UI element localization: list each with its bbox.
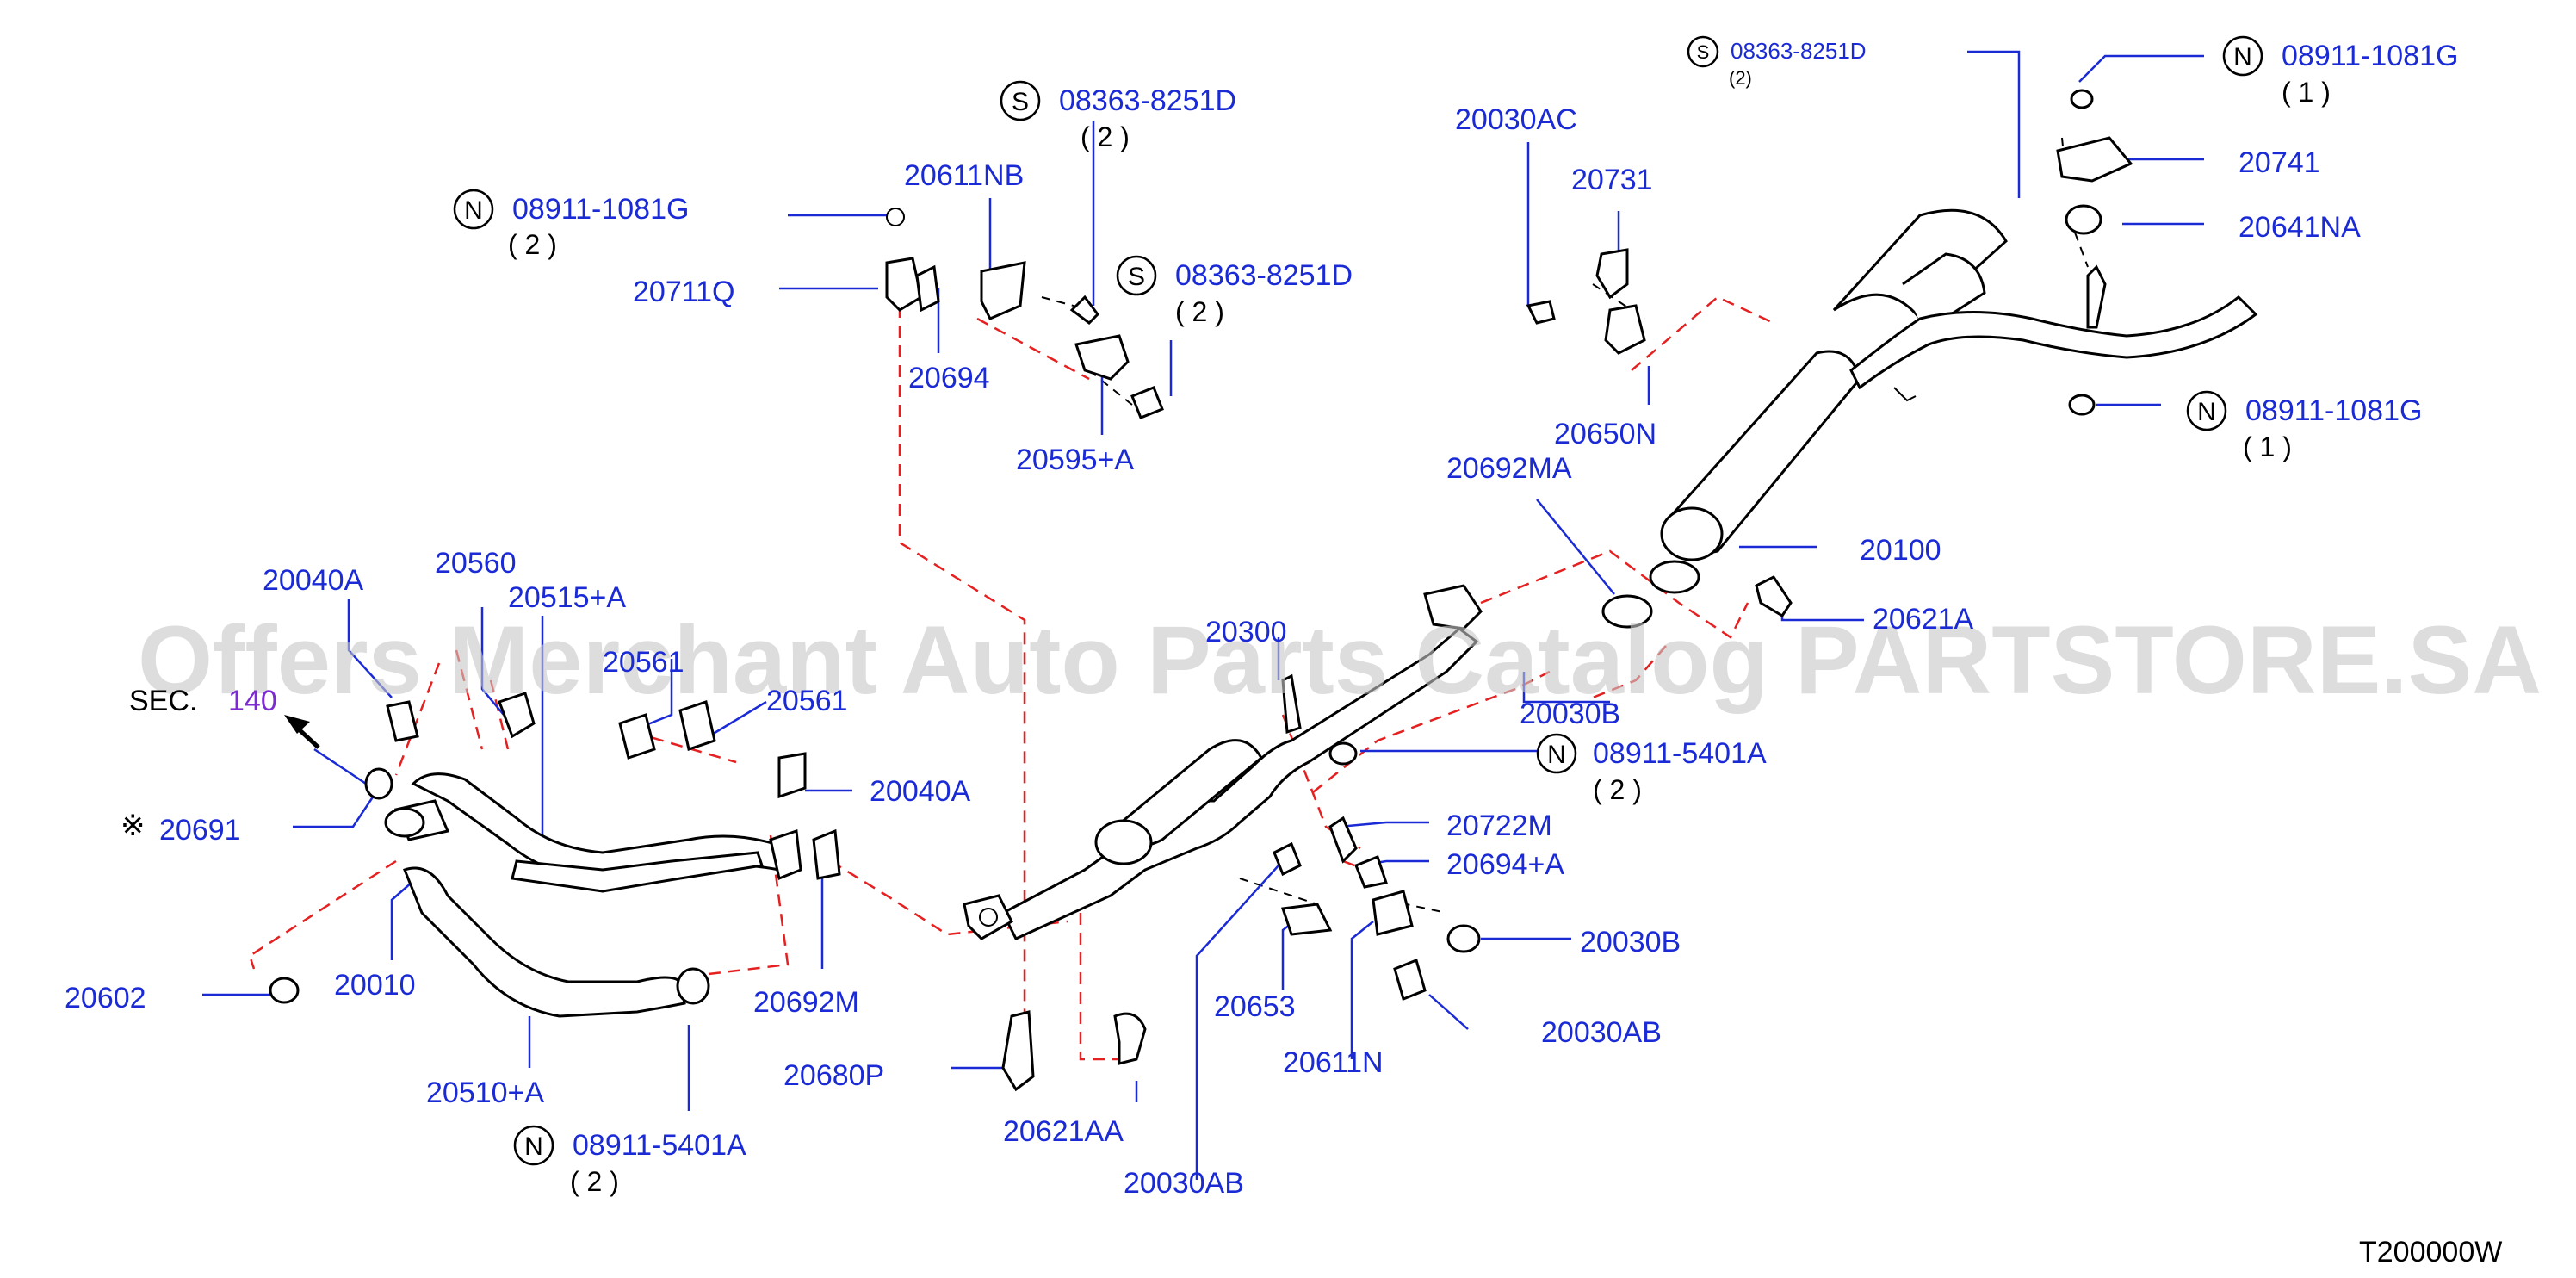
callout-marker: S: [1012, 88, 1029, 116]
callout-qty: ( 2 ): [508, 229, 557, 260]
muffler-20100: [1649, 208, 2258, 594]
n-marker-icon: [513, 1125, 554, 1166]
diagram-code: T200000W: [2359, 1236, 2502, 1269]
callout-n-bottom-left: N 08911-5401A ( 2 ): [513, 1125, 746, 1197]
label-20741: 20741: [2239, 146, 2320, 179]
label-20621AA: 20621AA: [1003, 1115, 1124, 1148]
callout-marker: N: [524, 1132, 543, 1161]
label-20621A: 20621A: [1873, 603, 1974, 636]
label-20030AC: 20030AC: [1455, 103, 1577, 136]
asterisk-mark: ※: [121, 810, 146, 842]
callout-marker: S: [1697, 41, 1710, 63]
label-20692M: 20692M: [753, 986, 859, 1019]
watermark: Offers Merchant Auto Parts Catalog PARTS…: [138, 606, 2542, 714]
label-20300: 20300: [1205, 616, 1287, 648]
label-20731: 20731: [1571, 164, 1653, 196]
s-marker-icon: [1116, 255, 1157, 296]
n-marker-icon: [2186, 390, 2227, 431]
label-20641NA: 20641NA: [2239, 211, 2361, 244]
label-20595A: 20595+A: [1016, 444, 1134, 476]
callout-part: 08911-1081G: [2282, 40, 2458, 72]
part-labels: 20030AC 20731 20650N 20692MA 20100 20621…: [65, 103, 2502, 1269]
label-20692MA: 20692MA: [1446, 452, 1572, 485]
callout-part: 08363-8251D: [1731, 38, 1867, 64]
label-20040A-mid: 20040A: [870, 775, 971, 808]
callout-qty: ( 1 ): [2282, 77, 2331, 108]
label-20650N: 20650N: [1554, 418, 1656, 450]
callout-n-top-right: N 08911-1081G ( 1 ): [2222, 35, 2458, 108]
label-20561-b: 20561: [766, 685, 848, 717]
hardware: [269, 89, 2133, 1092]
callout-part: 08363-8251D: [1059, 84, 1236, 117]
label-20694A: 20694+A: [1446, 848, 1564, 881]
label-20030AB-bottom: 20030AB: [1124, 1167, 1244, 1200]
sec-arrow-icon: [284, 715, 320, 749]
front-tube-20010: [384, 772, 841, 1018]
callout-qty: ( 1 ): [2243, 431, 2292, 462]
label-20030AB-right: 20030AB: [1541, 1016, 1662, 1049]
callout-n-top-left: N 08911-1081G ( 2 ): [453, 189, 689, 260]
callout-part: 08911-5401A: [573, 1129, 746, 1162]
label-20100: 20100: [1860, 534, 1941, 567]
label-20515A: 20515+A: [508, 581, 626, 614]
label-20691: 20691: [159, 814, 241, 847]
label-20680P: 20680P: [783, 1059, 884, 1092]
callout-qty: (2): [1729, 67, 1752, 89]
callout-s-top-right: S 08363-8251D (2): [1687, 35, 1867, 89]
callout-qty: ( 2 ): [570, 1166, 619, 1197]
callout-qty: ( 2 ): [1175, 296, 1224, 327]
label-20510A: 20510+A: [426, 1076, 544, 1109]
sec-prefix: SEC.: [129, 685, 197, 717]
callout-marker: N: [2197, 398, 2216, 426]
s-marker-icon: [1687, 35, 1719, 68]
sec-number[interactable]: 140: [228, 685, 277, 717]
callout-qty: ( 2 ): [1081, 121, 1130, 152]
label-20040A-top: 20040A: [263, 564, 364, 597]
s-marker-icon: [1000, 80, 1041, 121]
callout-part: 08363-8251D: [1175, 259, 1353, 292]
callout-part: 08911-5401A: [1593, 737, 1767, 770]
label-20030B-bottom: 20030B: [1580, 926, 1681, 958]
callout-part: 08911-1081G: [2245, 394, 2422, 427]
label-20611N: 20611N: [1283, 1046, 1384, 1079]
label-20722M: 20722M: [1446, 810, 1552, 842]
callout-marker: N: [1547, 741, 1566, 769]
callout-n-mid-right: N 08911-1081G ( 1 ): [2186, 390, 2422, 462]
label-20010: 20010: [334, 969, 416, 1002]
label-20030B-top: 20030B: [1520, 698, 1620, 730]
label-20653: 20653: [1214, 990, 1296, 1023]
callout-part: 08911-1081G: [512, 193, 689, 226]
label-20611NB: 20611NB: [904, 159, 1024, 192]
callout-s-mid-left: S 08363-8251D ( 2 ): [1116, 255, 1353, 327]
label-20602: 20602: [65, 982, 146, 1014]
n-marker-icon: [1536, 733, 1577, 774]
callout-marker: N: [464, 196, 483, 225]
callout-n-center: N 08911-5401A ( 2 ): [1536, 733, 1767, 805]
callout-qty: ( 2 ): [1593, 774, 1642, 805]
label-20560: 20560: [435, 547, 517, 580]
label-20694: 20694: [908, 362, 990, 394]
n-marker-icon: [2222, 35, 2263, 77]
callout-s-top-left: S 08363-8251D ( 2 ): [1000, 80, 1236, 152]
label-20711Q: 20711Q: [633, 276, 734, 308]
center-pipe-20300: [963, 584, 1483, 940]
callout-marker: N: [2233, 43, 2252, 71]
label-20561-a: 20561: [603, 646, 684, 679]
n-marker-icon: [453, 189, 494, 230]
callout-marker: S: [1128, 263, 1145, 291]
